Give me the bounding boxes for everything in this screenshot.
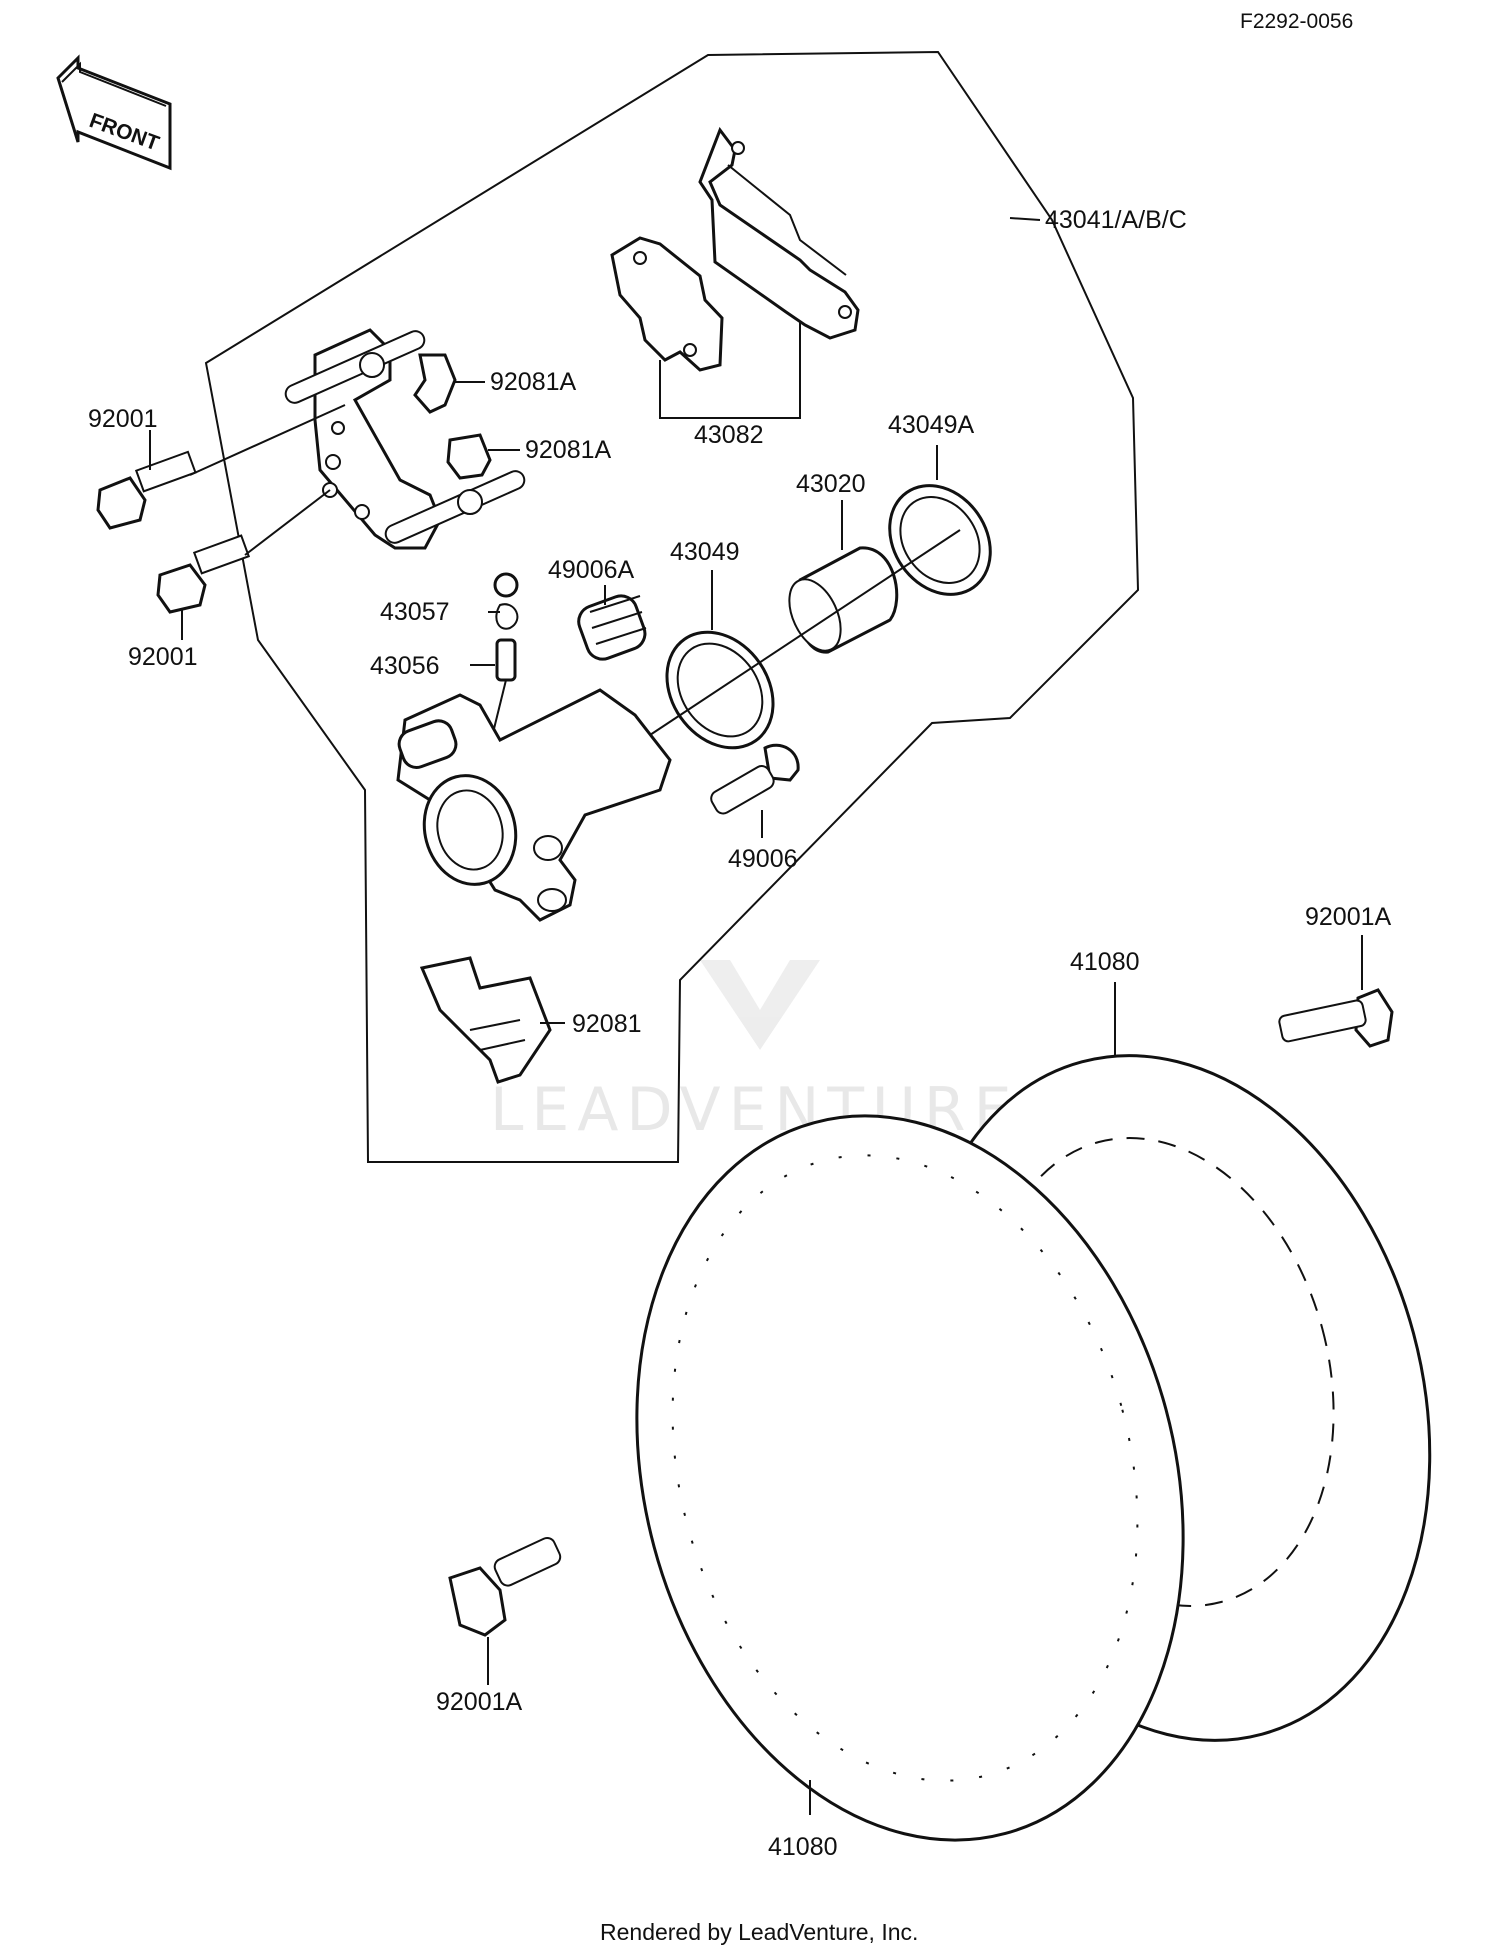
drawing-id: F2292-0056 <box>1240 10 1353 33</box>
pin-boot <box>577 594 647 661</box>
label-clip-lower: 92081A <box>525 436 612 464</box>
leadventure-watermark: LEADVENTURE <box>490 960 1012 1145</box>
bleeder-cap <box>493 572 519 630</box>
pad-clip-upper <box>413 353 457 414</box>
label-bolt-upper: 92001 <box>88 405 158 433</box>
label-clip-upper: 92081A <box>490 368 577 396</box>
label-disc-bolt-right: 92001A <box>1305 903 1392 931</box>
label-pin: 49006 <box>728 845 798 873</box>
label-bleeder: 43056 <box>370 652 440 680</box>
piston-axis-line <box>649 529 961 736</box>
brake-pad-inner <box>610 236 724 372</box>
disc-bolt-left <box>448 1536 562 1637</box>
bolt-upper-guide <box>189 404 346 476</box>
piston-seal-outer <box>888 484 992 596</box>
label-piston: 43020 <box>796 470 866 498</box>
label-seal-inner: 43049 <box>670 538 740 566</box>
disc-bolt-right <box>1278 988 1394 1048</box>
brake-pad-outer <box>698 126 860 340</box>
label-assembly: 43041/A/B/C <box>1045 206 1187 234</box>
label-disc-rear: 41080 <box>1070 948 1140 976</box>
caliper-piston <box>788 546 899 654</box>
label-spring: 92081 <box>572 1010 642 1038</box>
pad-clip-lower <box>446 433 492 480</box>
front-arrow-icon: FRONT <box>56 54 172 171</box>
caliper-bracket <box>284 328 526 550</box>
brake-disc-front <box>635 1114 1185 1842</box>
caliper-bolt-lower <box>156 534 251 614</box>
label-pads: 43082 <box>694 421 764 449</box>
caliper-body <box>396 688 672 922</box>
caliper-bolt-upper <box>96 450 197 530</box>
label-bolt-lower: 92001 <box>128 643 198 671</box>
leader-assembly <box>1009 217 1041 221</box>
footer-credit: Rendered by LeadVenture, Inc. <box>600 1919 918 1945</box>
label-disc-bolt-left: 92001A <box>436 1688 523 1716</box>
label-boot: 49006A <box>548 556 635 584</box>
bolt-lower-guide <box>244 489 331 556</box>
caliper-assembly-outline <box>204 50 1140 1163</box>
label-bleeder-cap: 43057 <box>380 598 450 626</box>
label-seal-outer: 43049A <box>888 411 975 439</box>
caliper-pin <box>710 743 800 815</box>
label-disc-front: 41080 <box>768 1833 838 1861</box>
pad-spring <box>419 956 552 1084</box>
pads-bracket-line <box>659 322 801 419</box>
